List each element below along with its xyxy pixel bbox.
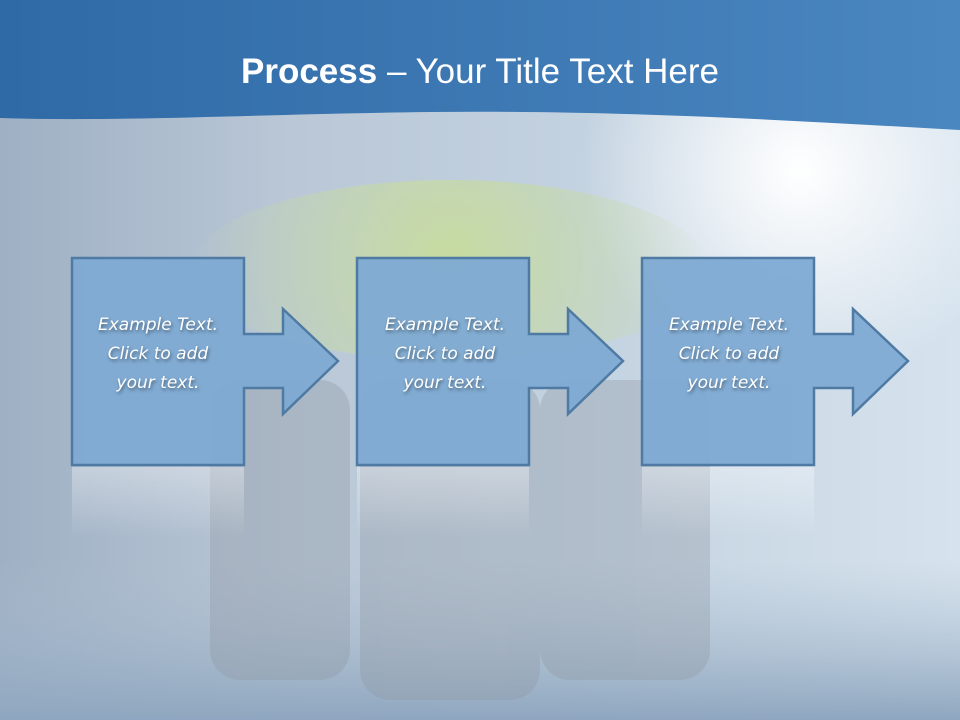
title-bold: Process — [241, 52, 378, 91]
header-band — [0, 0, 960, 130]
step-text-line: Click to add — [678, 344, 780, 364]
step-2-text[interactable]: Example Text. Click to add your text. — [359, 311, 531, 398]
step-text-line: Example Text. — [384, 315, 506, 335]
step-2-reflection — [357, 467, 529, 537]
step-3-reflection — [642, 467, 814, 537]
step-1-text[interactable]: Example Text. Click to add your text. — [72, 311, 244, 398]
title-rest: – Your Title Text Here — [377, 52, 719, 91]
slide-title[interactable]: Process – Your Title Text Here — [0, 52, 960, 92]
step-text-line: Example Text. — [668, 315, 790, 335]
step-3-arrow-box[interactable] — [640, 256, 910, 467]
step-3-text[interactable]: Example Text. Click to add your text. — [643, 311, 815, 398]
step-text-line: Click to add — [394, 344, 496, 364]
step-text-line: your text. — [687, 373, 771, 393]
step-1-reflection — [72, 467, 244, 537]
step-text-line: your text. — [403, 373, 487, 393]
step-text-line: Example Text. — [97, 315, 219, 335]
step-1-arrow-box[interactable] — [70, 256, 340, 467]
step-text-line: Click to add — [107, 344, 209, 364]
step-text-line: your text. — [116, 373, 200, 393]
step-2-arrow-box[interactable] — [355, 256, 625, 467]
